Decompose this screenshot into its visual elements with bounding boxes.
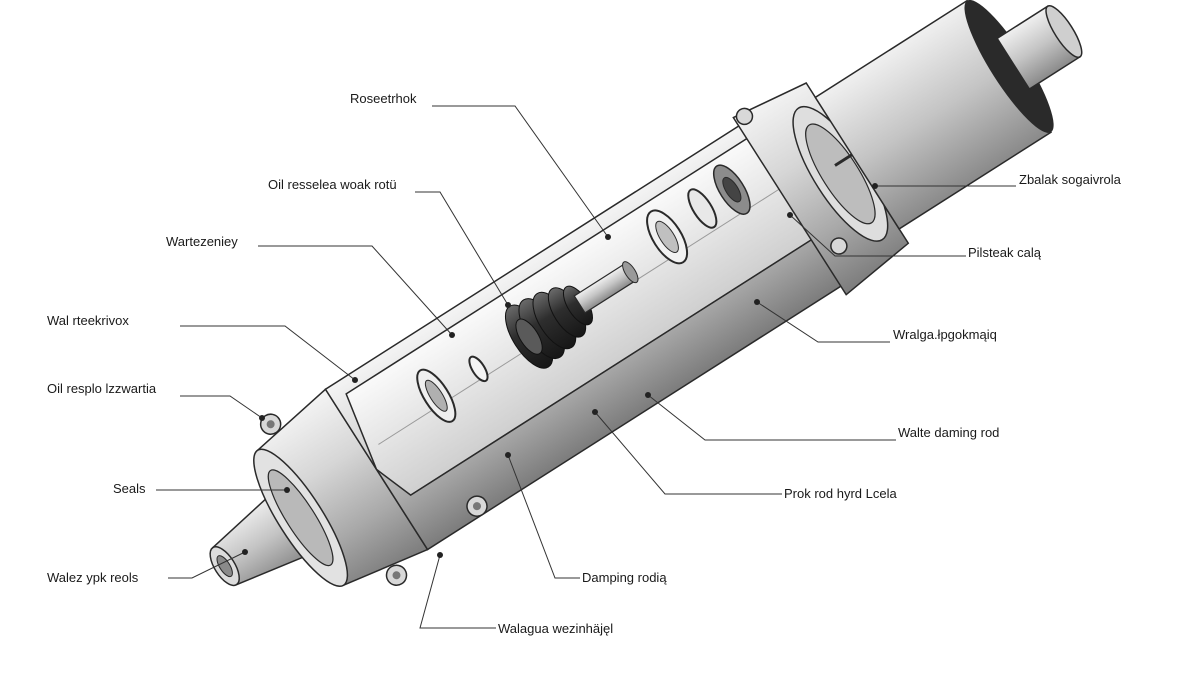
- leader-rosetrhok: [432, 105, 609, 238]
- seal-ring-2: [468, 355, 489, 383]
- leader-damping-rodia: [507, 454, 580, 579]
- label-damping-rodia: Damping rodią: [582, 570, 667, 585]
- label-zbalak: Zbalak sogaivrola: [1019, 172, 1122, 187]
- bolt-4: [735, 107, 754, 126]
- leader-oil-resselea: [415, 191, 509, 306]
- label-seals: Seals: [113, 481, 146, 496]
- label-walez-ypk: Walez ypk reols: [47, 570, 139, 585]
- leader-pilsteak: [789, 214, 966, 257]
- leader-lines: [156, 105, 1016, 629]
- label-wartezeniey: Wartezeniey: [166, 234, 238, 249]
- leader-prok-rod: [594, 411, 782, 495]
- leader-walte-damping: [647, 394, 896, 441]
- seal-ring-4: [687, 188, 718, 229]
- label-oil-resselea: Oil resselea woak rotü: [268, 177, 397, 192]
- leader-walez-ypk: [168, 551, 246, 579]
- leader-dots: [242, 183, 878, 558]
- label-wralga: Wralga.łpgokmąiq: [893, 327, 997, 342]
- label-prok-rod: Prok rod hyrd Lcela: [784, 486, 897, 501]
- label-walagua: Walagua wezinhäjęl: [498, 621, 613, 636]
- label-rosetrhok: Roseetrhok: [350, 91, 417, 106]
- leader-wartezeniey: [258, 245, 453, 336]
- shock-absorber-body: [209, 0, 1083, 588]
- leader-oil-resplo: [180, 395, 263, 419]
- label-walte-damping: Walte daming rod: [898, 425, 999, 440]
- bolt-5: [830, 237, 848, 255]
- label-oil-resplo: Oil resplo lzzwartiа: [47, 381, 157, 396]
- leader-wal-rteekrivox: [180, 325, 356, 381]
- label-pilsteak: Pilsteak calą: [968, 245, 1042, 260]
- label-wal-rteekrivox: Wal rteekrivox: [47, 313, 129, 328]
- leader-wralga: [756, 301, 890, 343]
- leader-walagua: [419, 554, 496, 629]
